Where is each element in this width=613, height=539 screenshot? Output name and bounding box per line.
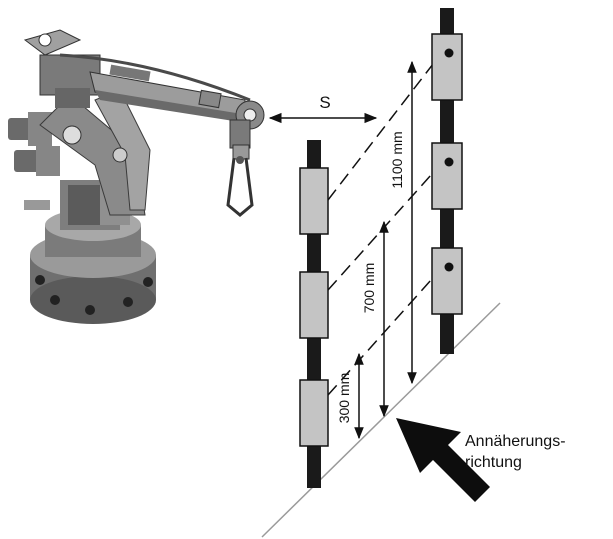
rear-beam-unit-mid xyxy=(431,142,463,210)
height-dimensions xyxy=(354,60,417,440)
height-label-700: 700 mm xyxy=(361,263,377,314)
height-label-1100: 1100 mm xyxy=(389,131,405,188)
rear-light-post xyxy=(431,8,463,354)
front-light-post xyxy=(299,140,329,488)
rear-beam-unit-low xyxy=(431,247,463,315)
front-beam-unit-top xyxy=(299,167,329,235)
floor-line xyxy=(261,302,501,538)
distance-label: S xyxy=(319,93,330,112)
approach-direction-label-line2: richtung xyxy=(465,454,522,471)
industrial-robot-arm-icon xyxy=(8,29,265,324)
front-beam-unit-low xyxy=(299,379,329,447)
rear-beam-unit-top xyxy=(431,33,463,101)
height-label-300: 300 mm xyxy=(336,373,352,424)
approach-direction-arrow-icon xyxy=(396,418,490,502)
approach-direction-label-line1: Annäherungs- xyxy=(465,433,566,450)
front-beam-unit-mid xyxy=(299,271,329,339)
